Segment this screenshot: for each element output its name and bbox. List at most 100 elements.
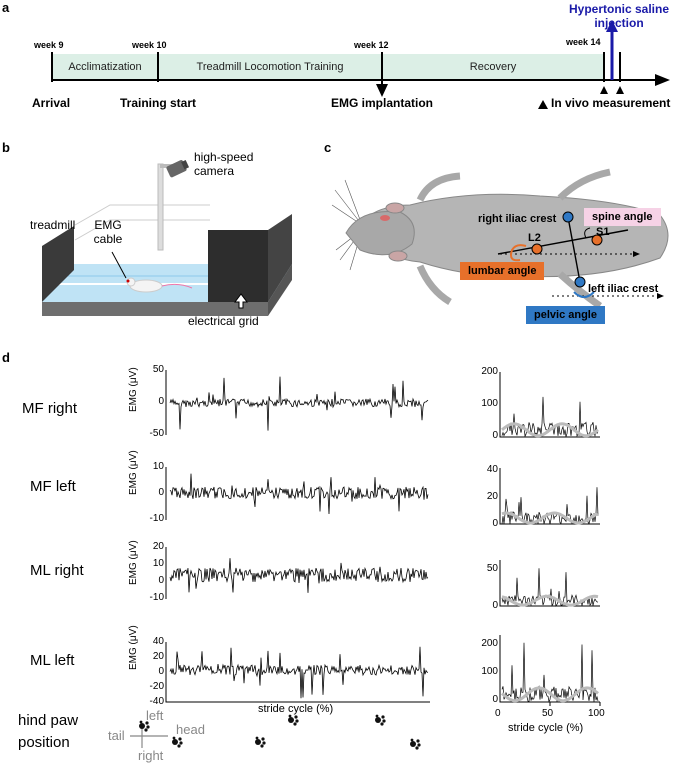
emg-trace-3 [169,558,429,593]
env-axis-row2 [499,468,600,525]
rat-leg-fl [416,172,461,202]
env-tick-r3-1: 0 [492,600,498,611]
envelope-raw-4 [501,642,599,703]
paw-print-5 [375,714,386,726]
env-tick-r2-0: 40 [486,464,498,475]
treadmill-label: treadmill [30,218,76,232]
emg-cable-pointer [111,251,127,279]
emg-cable-label: EMG cable [93,218,123,246]
left-iliac-label: left iliac crest [588,283,659,295]
panel-letter-d: d [2,350,10,365]
pelvic-angle-arc [573,291,595,298]
hind-paw-label: hind paw position [18,712,79,751]
envelope-mean-4 [500,686,599,703]
camera-body [166,159,190,178]
rat-leg-bl [416,264,452,306]
env-tick-r3-0: 50 [486,563,498,574]
panel-letter-c: c [324,140,332,155]
injection-label: Hypertonic saline injection [568,2,670,30]
tick-r4-1: 20 [152,651,164,662]
compass-tail: tail [108,728,125,743]
envelope-traces [500,396,599,703]
rat-leg-br [557,271,603,309]
emg-axis-row4 [165,642,430,703]
tick-r4-4: -40 [149,696,164,707]
injection-arrow-head [606,20,618,32]
panel-letter-a: a [2,0,10,15]
emg-xlabel: stride cycle (%) [258,703,334,715]
rat-eye [380,215,390,221]
iliac-line [567,216,581,283]
env-tick-r4-2: 0 [492,694,498,705]
env-xtick-50: 50 [542,708,554,719]
tick-r3-0: 20 [152,541,164,552]
env-xtick-0: 0 [495,708,501,719]
envelope-raw-3 [501,568,599,607]
right-wall [208,230,268,302]
compass-right: right [138,748,164,763]
env-tick-r2-1: 20 [486,491,498,502]
row-label-mf-right: MF right [22,400,78,417]
event-training-start: Training start [120,96,197,110]
env-tick-r4-0: 200 [481,638,498,649]
envelope-mean-2 [501,511,599,525]
row-label-mf-left: MF left [30,478,76,495]
week-14-label: week 14 [566,37,601,47]
lumbar-angle-label: lumbar angle [460,262,545,280]
env-axis-row1 [499,372,600,438]
compass-head: head [176,722,205,737]
event-in-vivo: In vivo measurement [551,96,671,110]
treadmill-base [42,302,268,316]
week-9-label: week 9 [34,40,64,50]
env-tick-r2-2: 0 [492,518,498,529]
env-xtick-100: 100 [588,708,605,719]
rat-head [345,210,415,256]
left-iliac-marker [574,276,586,288]
paw-print-4 [288,714,299,726]
env-xlabel: stride cycle (%) [508,722,584,734]
tick-r4-0: 40 [152,636,164,647]
lumbar-angle-arc [510,244,527,262]
spine-angle-arc [584,227,591,239]
left-wall [42,226,74,302]
row-label-ml-left: ML left [30,652,75,669]
paw-print-2 [172,736,183,748]
treadmill-illustration [42,159,292,316]
grid-pointer [234,293,248,309]
tick-r4-3: -20 [149,681,164,692]
emg-implant-arrow [376,84,388,97]
rat-leg-fr [557,168,611,201]
tick-r3-2: 0 [158,575,164,586]
env-tick-r1-2: 0 [492,430,498,441]
tick-r1-1: 0 [158,396,164,407]
in-vivo-legend-marker [538,100,548,109]
segment-acclimatization: Acclimatization [68,61,142,73]
timeline-graphic [51,20,670,109]
emg-trace-4 [169,646,429,699]
tick-r4-2: 0 [158,666,164,677]
week-12-label: week 12 [354,40,389,50]
paw-prints [139,714,421,750]
env-tick-r1-0: 200 [481,366,498,377]
tick-r1-2: -50 [149,428,164,439]
event-emg-implantation: EMG implantation [331,96,433,110]
spine-angle-label: spine angle [584,208,661,226]
env-tick-r4-1: 100 [481,666,498,677]
s1-marker [591,234,603,246]
envelope-raw-1 [501,396,599,438]
spine-segment-line [497,229,629,255]
tick-r3-3: -10 [149,592,164,603]
panel-letter-b: b [2,140,10,155]
tick-r2-1: 0 [158,487,164,498]
envelope-mean-3 [501,594,599,607]
l2-label: L2 [528,232,541,244]
segment-training: Treadmill Locomotion Training [196,61,344,73]
emg-trace-2 [169,473,429,515]
grid-label: electrical grid [188,314,259,328]
segment-bg-recovery [382,54,604,80]
right-iliac-label: right iliac crest [478,213,557,225]
week-10-label: week 10 [132,40,167,50]
in-vivo-marker-1 [600,86,608,94]
paw-print-1 [139,720,150,732]
